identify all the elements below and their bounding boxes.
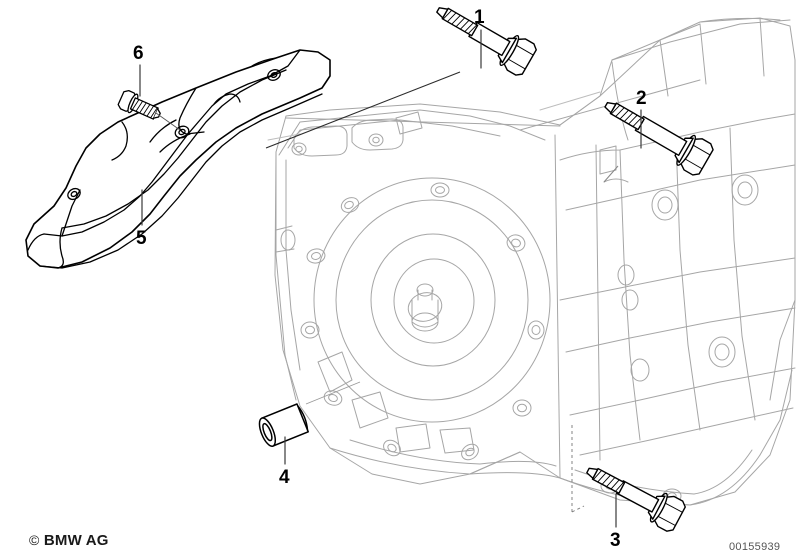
assembly-alignment-bolt-3: [571, 425, 585, 513]
callout-number-5: 5: [136, 228, 147, 249]
part-hex-flange-bolt-3: [586, 467, 686, 532]
transmission-housing-assembly: [267, 17, 796, 506]
callout-number-1: 1: [474, 7, 485, 28]
assembly-leader-bolt-1: [265, 71, 461, 149]
copyright-notice: © BMW AG: [29, 532, 109, 549]
assembly-leader-bolt-2: [603, 165, 619, 183]
diagram-number: 00155939: [729, 541, 781, 553]
callout-number-4: 4: [279, 467, 290, 488]
copyright-owner: BMW AG: [39, 532, 109, 549]
copyright-symbol: ©: [29, 532, 40, 548]
callout-number-3: 3: [610, 530, 621, 551]
callout-leader-lines: [139, 29, 642, 528]
part-dowel-pin-sleeve: [258, 403, 309, 447]
cover-bracket-detail: [25, 49, 323, 269]
part-hex-flange-bolt-2: [604, 101, 714, 176]
callout-number-2: 2: [636, 88, 647, 109]
assembly-leader-dowel-4: [305, 381, 361, 405]
callout-number-6: 6: [133, 43, 144, 64]
part-cover-bracket-plate: [25, 49, 331, 269]
assembly-leader-screw-6: [155, 112, 181, 131]
part-hex-flange-bolt-1: [436, 7, 537, 76]
